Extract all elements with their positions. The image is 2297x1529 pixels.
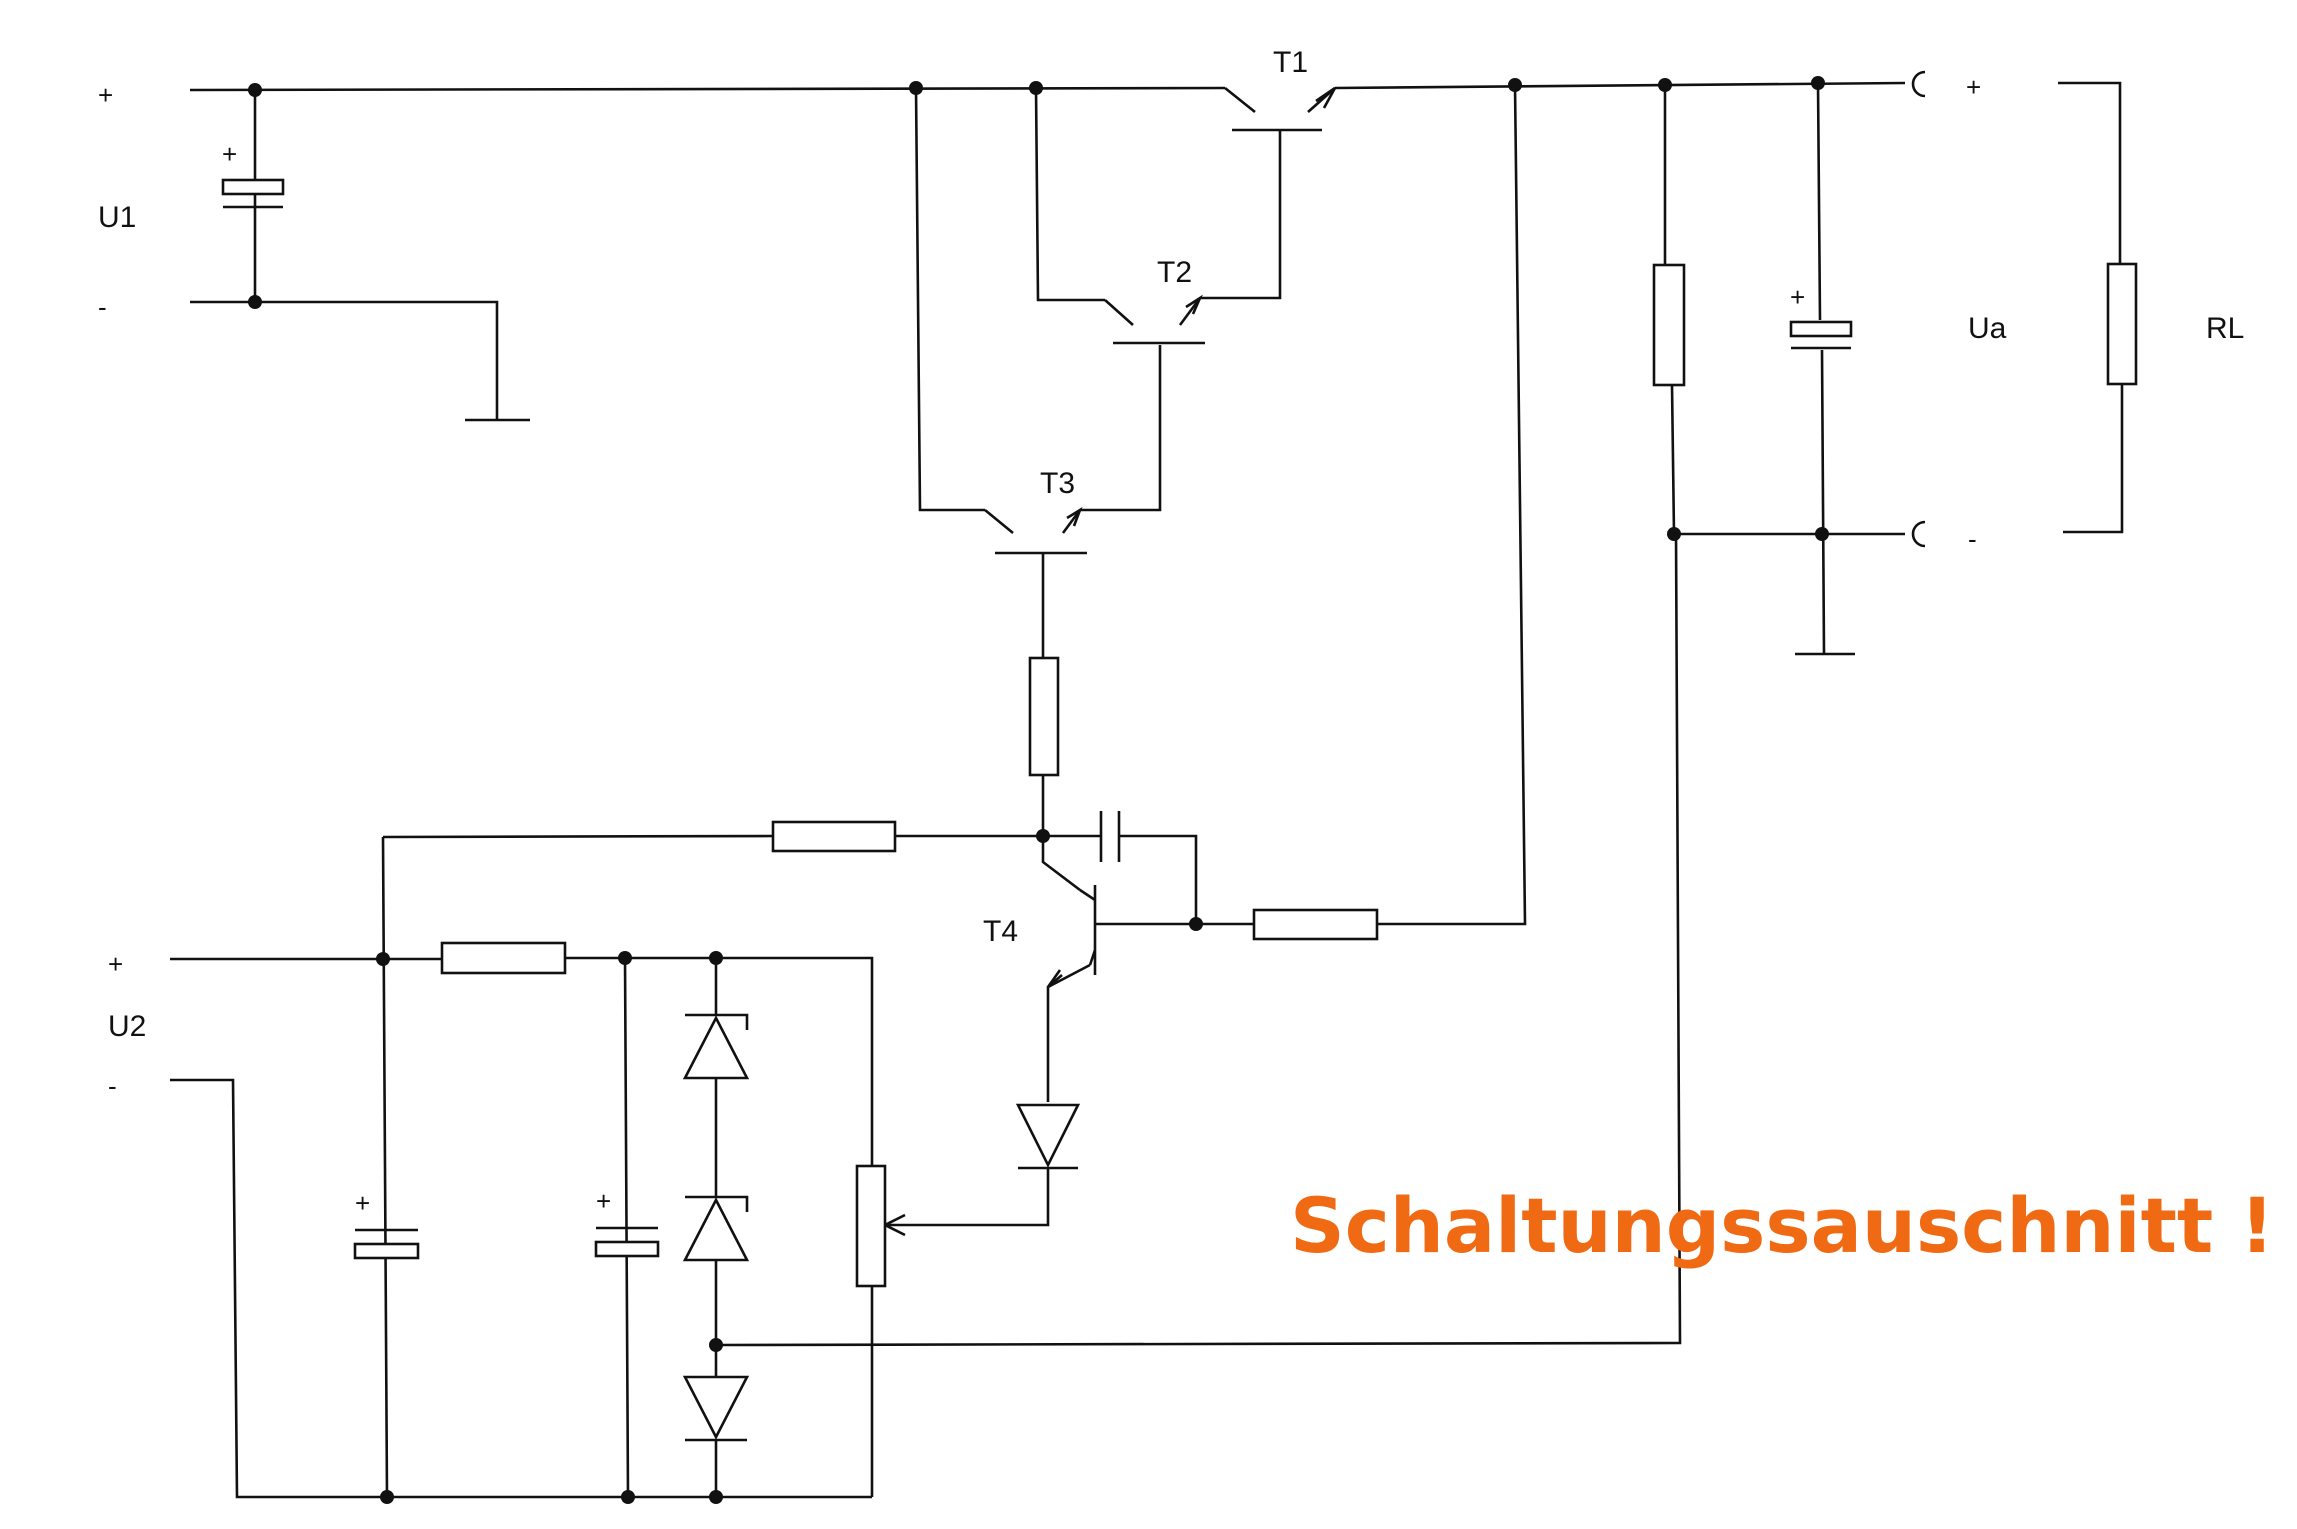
- u2-label: U2: [108, 1010, 146, 1043]
- transistor-t3: [984, 506, 1087, 555]
- transistor-t1: [1224, 86, 1337, 132]
- output-terminals: [1911, 70, 1926, 548]
- resistor-r2: [771, 820, 897, 853]
- resistor-r4: [440, 941, 567, 975]
- transistor-t2: [1104, 294, 1205, 345]
- c4-plus-sign: +: [596, 1186, 611, 1216]
- t2-label: T2: [1157, 256, 1192, 289]
- zener-diode-1: [682, 1013, 750, 1080]
- transistor-t4: [1046, 885, 1097, 988]
- u1-label: U1: [98, 201, 136, 234]
- load-resistor-rl: [2106, 262, 2138, 386]
- ua-label: Ua: [1968, 312, 2007, 345]
- excerpt-note: Schaltungssauschnitt !: [1290, 1181, 2274, 1270]
- u2-plus-sign: +: [108, 949, 123, 979]
- capacitor-c1: [221, 178, 285, 209]
- capacitor-c3: [353, 1228, 420, 1260]
- capacitor-c2: [1099, 811, 1121, 862]
- t4-label: T4: [983, 915, 1018, 948]
- capacitor-c5: [1789, 320, 1853, 350]
- resistor-r3: [1252, 908, 1379, 941]
- wires: [170, 81, 2124, 1499]
- t3-label: T3: [1040, 467, 1075, 500]
- ua-minus-sign: -: [1968, 524, 1977, 554]
- ua-plus-sign: +: [1966, 72, 1981, 102]
- t1-label: T1: [1273, 46, 1308, 79]
- u2-minus-sign: -: [108, 1071, 117, 1101]
- rl-label: RL: [2206, 312, 2244, 345]
- c5-plus-sign: +: [1790, 282, 1805, 312]
- resistor-r1: [1028, 656, 1060, 777]
- diode-d3: [682, 1375, 750, 1442]
- potentiometer: [855, 1164, 906, 1288]
- diode-d4: [1015, 1103, 1081, 1170]
- u1-plus-sign: +: [98, 80, 113, 110]
- u1-minus-sign: -: [98, 292, 107, 322]
- capacitor-c4: [594, 1226, 660, 1258]
- resistor-r5: [1652, 263, 1686, 387]
- c1-plus-sign: +: [222, 139, 237, 169]
- junction-dots: [248, 76, 1829, 1504]
- c3-plus-sign: +: [355, 1188, 370, 1218]
- zener-diode-2: [682, 1195, 750, 1262]
